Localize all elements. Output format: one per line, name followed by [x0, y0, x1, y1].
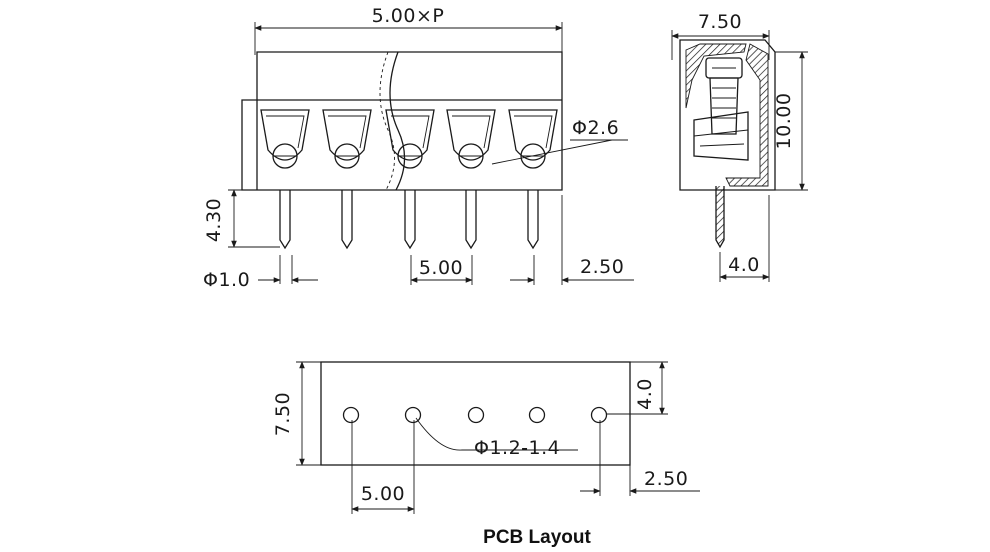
row-offset-label: 4.0	[634, 378, 656, 410]
pcb-hole	[404, 406, 422, 424]
cell-opening	[508, 109, 558, 161]
pin	[465, 190, 477, 250]
pcb-edge-offset-label: 2.50	[644, 468, 688, 490]
pcb-hole-leader	[415, 417, 578, 451]
cell-opening	[322, 109, 372, 161]
pcb-holes	[342, 406, 608, 424]
terminal-cell	[385, 109, 435, 169]
side-view: 7.50 10.00 4.0	[671, 11, 808, 282]
overall-width-label: 5.00×P	[372, 5, 445, 27]
depth-label: 7.50	[698, 11, 742, 33]
terminal-cell	[260, 109, 310, 169]
pin	[404, 190, 416, 250]
pitch-label: 5.00	[419, 257, 463, 279]
pcb-hole	[342, 406, 360, 424]
cell-opening	[260, 109, 310, 161]
pcb-width-label: 7.50	[272, 392, 294, 436]
front-body-outline	[241, 51, 563, 191]
terminal-cells	[260, 109, 558, 169]
pins	[279, 190, 539, 250]
side-housing-outline	[679, 39, 776, 191]
pcb-hole-diameter-label: Φ1.2-1.4	[474, 437, 560, 459]
terminal-cell	[322, 109, 372, 169]
pin-length-label: 4.30	[203, 198, 225, 242]
height-label: 10.00	[773, 93, 795, 150]
pcb-hole	[590, 406, 608, 424]
cell-opening	[446, 109, 496, 161]
pin	[527, 190, 539, 250]
break-line-2	[389, 51, 406, 191]
hole-diameter-label: Φ2.6	[572, 117, 619, 139]
break-line	[379, 51, 395, 191]
pcb-layout: 7.50 4.0 Φ1.2-1.4 5.00 2.50 PCB Layout	[272, 361, 700, 548]
pin-offset-label: 4.0	[728, 254, 760, 276]
pcb-hole	[528, 406, 546, 424]
cell-opening	[385, 109, 435, 161]
screw-body	[709, 77, 739, 135]
pin	[341, 190, 353, 250]
pcb-outline	[320, 361, 631, 466]
edge-offset-label: 2.50	[580, 256, 624, 278]
hole-diameter-leader	[491, 139, 613, 165]
front-view: 5.00×P Φ2.6 4.30 Φ1.0 5.00	[203, 5, 634, 291]
pcb-layout-title: PCB Layout	[483, 527, 591, 548]
wire-clamp	[693, 111, 749, 161]
pin	[279, 190, 291, 250]
terminal-cell	[446, 109, 496, 169]
pcb-hole	[467, 406, 485, 424]
pin-diameter-label: Φ1.0	[203, 269, 250, 291]
pcb-pitch-label: 5.00	[361, 483, 405, 505]
